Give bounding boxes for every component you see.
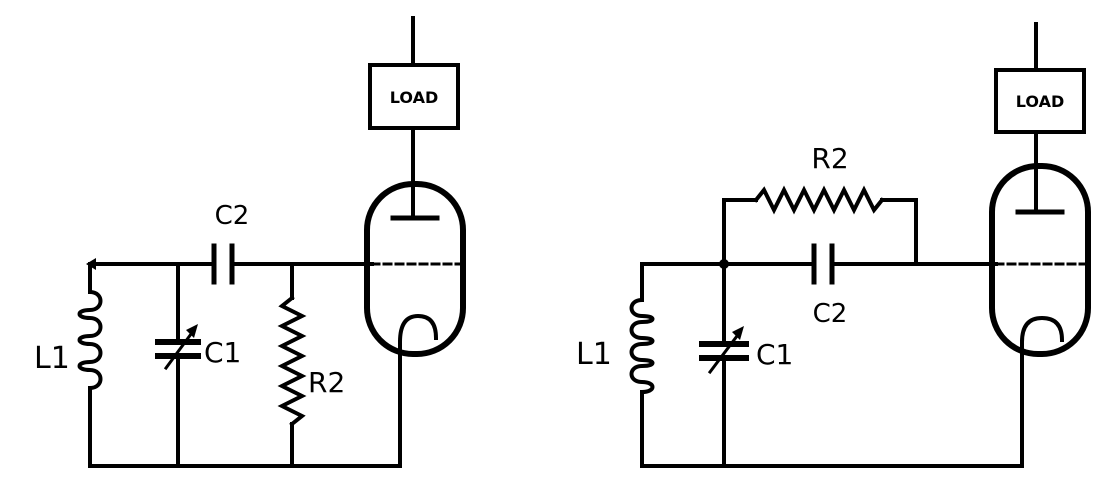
right-l1-label: L1 (576, 337, 612, 372)
left-r2-label: R2 (308, 366, 345, 399)
right-c2-label: C2 (813, 299, 848, 329)
left-capacitor-c1 (155, 262, 201, 468)
right-resistor-r2 (722, 185, 918, 266)
right-vacuum-tube (989, 163, 1091, 357)
left-inductor-l1 (77, 262, 103, 468)
left-c1-arrow-icon (186, 324, 198, 338)
left-load-label: LOAD (390, 88, 438, 107)
left-c1-label: C1 (204, 336, 241, 369)
left-resistor-r2 (277, 262, 307, 468)
right-c1-label: C1 (756, 338, 793, 371)
left-c2-label: C2 (215, 201, 250, 231)
right-capacitor-c1 (699, 262, 749, 468)
right-circuit: LOAD C2 R2 (576, 22, 1091, 468)
right-capacitor-c2 (811, 243, 835, 285)
left-circuit: LOAD C2 L1 (34, 16, 466, 468)
left-capacitor-c2 (211, 243, 235, 285)
left-tube-cathode (397, 313, 439, 345)
right-r2-label: R2 (811, 142, 848, 175)
right-load-box (994, 68, 1086, 134)
left-tube-envelope (364, 181, 466, 357)
right-load-label: LOAD (1016, 92, 1064, 111)
right-c1-arrow-icon (732, 326, 744, 340)
right-tube-cathode (1019, 315, 1065, 345)
right-inductor-l1 (629, 262, 655, 468)
right-tube-envelope (989, 163, 1091, 357)
left-vacuum-tube (364, 181, 466, 357)
left-l1-label: L1 (34, 341, 70, 376)
